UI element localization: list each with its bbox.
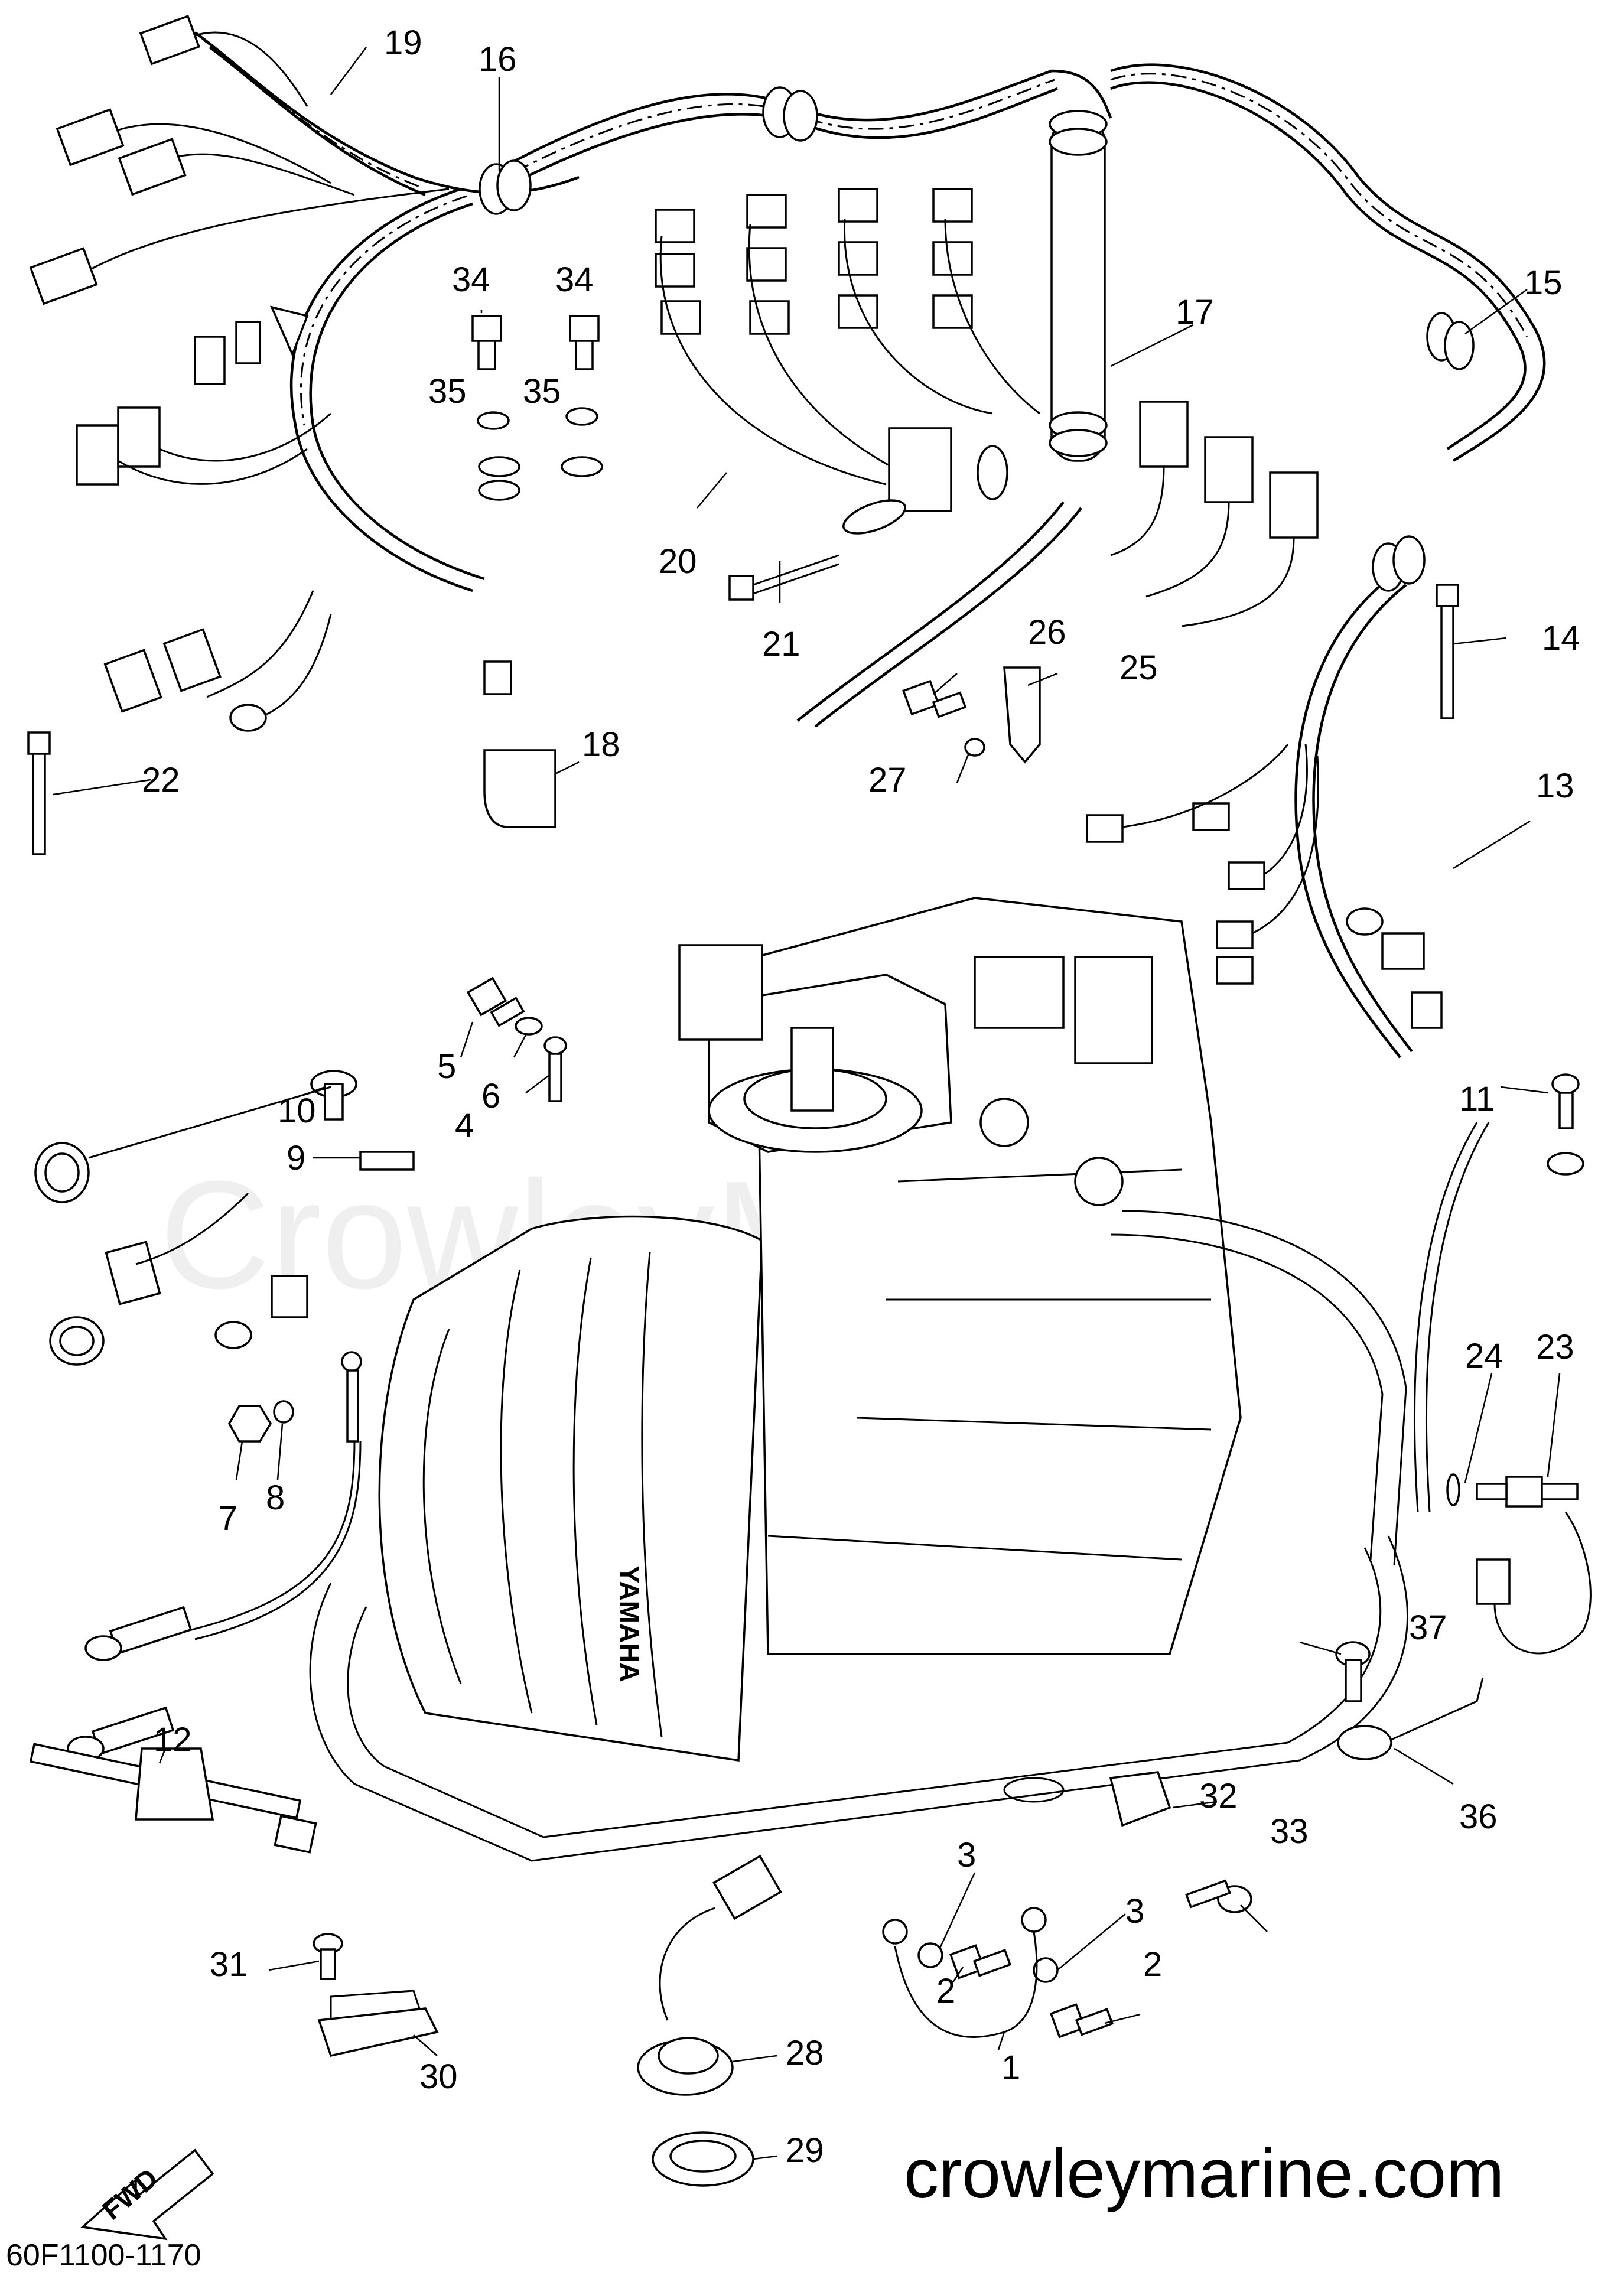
callout-13: 13 — [1536, 767, 1574, 805]
site-name: crowleymarine.com — [904, 2135, 1504, 2213]
leader-lines — [53, 47, 1561, 2160]
cable-tie-21 — [728, 554, 839, 601]
bolt-10 — [310, 1070, 357, 1121]
callout-22: 22 — [142, 761, 180, 799]
bottom-cowling — [309, 1210, 1408, 1862]
ground-cable — [67, 1351, 362, 1762]
cable-tie-22 — [27, 731, 51, 855]
cable-tie-14 — [1436, 584, 1459, 719]
plate-36 — [1337, 1677, 1484, 1760]
callout-32: 32 — [1199, 1777, 1238, 1815]
clamp-12 — [29, 1743, 317, 1854]
nut-7 — [227, 1405, 272, 1443]
callout-labels: 19 16 15 17 34 34 35 35 20 21 26 25 14 1… — [142, 24, 1580, 2170]
callout-29: 29 — [786, 2131, 824, 2170]
washer-8 — [273, 1400, 294, 1424]
clip-25 — [1003, 666, 1041, 764]
callout-2-left: 2 — [936, 1972, 955, 2010]
callout-3-left: 3 — [957, 1836, 976, 1874]
callout-35-right: 35 — [523, 372, 561, 411]
callout-17: 17 — [1176, 293, 1214, 331]
connectors-left-lower — [34, 1086, 331, 1366]
bolt-34-left — [471, 315, 502, 370]
connector-20 — [842, 427, 1008, 535]
washer-6 — [515, 1017, 543, 1036]
callout-33: 33 — [1270, 1812, 1309, 1851]
callout-3-right: 3 — [1125, 1892, 1144, 1930]
callout-10: 10 — [278, 1092, 316, 1130]
connectors-right-mid — [1086, 744, 1443, 1029]
callout-6: 6 — [481, 1077, 500, 1115]
connectors-right-upper — [1110, 401, 1319, 627]
bolt-5 — [466, 976, 525, 1027]
callout-30: 30 — [419, 2057, 458, 2096]
connectors-left-block — [76, 305, 331, 486]
terminal-4 — [543, 1036, 567, 1102]
harness-tube-17 — [1049, 110, 1108, 462]
engine-assembly: YAMAHA — [378, 897, 1242, 1762]
cable-1 — [894, 1931, 1038, 2038]
callout-31: 31 — [210, 1945, 248, 1984]
callout-21: 21 — [762, 625, 800, 663]
bolt-26 — [902, 679, 967, 718]
sender-23 — [1476, 1476, 1579, 1508]
callout-24: 24 — [1465, 1337, 1503, 1375]
connectors-top-left — [29, 15, 450, 305]
harness-sleeve-14 — [1372, 535, 1426, 592]
harness-sleeve-15 — [1426, 312, 1475, 370]
callout-4: 4 — [455, 1106, 474, 1145]
callout-7: 7 — [219, 1499, 237, 1538]
callout-34-right: 34 — [555, 261, 594, 299]
callout-11: 11 — [1459, 1080, 1495, 1118]
bolt-31 — [313, 1933, 343, 1980]
bolt-37 — [1335, 1641, 1371, 1702]
callout-14: 14 — [1542, 619, 1580, 657]
callout-26: 26 — [1028, 613, 1066, 652]
callout-37: 37 — [1409, 1609, 1447, 1647]
callout-28: 28 — [786, 2034, 824, 2072]
washers-35 — [477, 407, 603, 501]
connectors-left-mid — [103, 590, 332, 732]
wiring-harness-main — [194, 31, 1546, 1059]
screw-33 — [1185, 1879, 1252, 1913]
callout-5: 5 — [437, 1047, 456, 1086]
sensor-28 — [637, 1854, 782, 2096]
harness-sleeve-16 — [479, 159, 532, 215]
callout-9: 9 — [287, 1139, 305, 1177]
fwd-arrow-icon: FWD — [80, 2148, 214, 2241]
sender-wiring — [1413, 1073, 1592, 1655]
callout-20: 20 — [659, 542, 697, 581]
bolts-2 — [949, 1944, 1114, 2039]
engine-brand-text: YAMAHA — [614, 1565, 645, 1682]
callout-25: 25 — [1119, 649, 1158, 687]
callout-36: 36 — [1459, 1798, 1498, 1836]
callout-18: 18 — [582, 725, 620, 764]
callout-16: 16 — [479, 40, 517, 79]
callout-27: 27 — [868, 761, 907, 799]
bracket-30 — [317, 1990, 439, 2057]
connectors-top-center — [655, 188, 1040, 491]
bolt-34-right — [569, 315, 600, 370]
washers-3 — [882, 1907, 1059, 1983]
callout-35-left: 35 — [428, 372, 467, 411]
callout-34-left: 34 — [452, 261, 490, 299]
callout-23: 23 — [1536, 1328, 1574, 1366]
bracket-18 — [483, 660, 556, 828]
diagram-code: 60F1100-1170 — [6, 2238, 201, 2273]
callout-12: 12 — [154, 1721, 192, 1759]
callout-15: 15 — [1524, 263, 1563, 302]
callout-19: 19 — [384, 24, 422, 62]
plate-9 — [359, 1151, 415, 1171]
sensor-32 — [1109, 1771, 1171, 1827]
washer-24 — [1446, 1473, 1460, 1506]
callout-8: 8 — [266, 1479, 285, 1517]
callout-1: 1 — [1001, 2049, 1020, 2087]
callout-2-right: 2 — [1143, 1945, 1162, 1984]
washer-27 — [964, 738, 985, 757]
grommet-29 — [652, 2131, 754, 2187]
harness-sleeve-top — [762, 86, 818, 142]
